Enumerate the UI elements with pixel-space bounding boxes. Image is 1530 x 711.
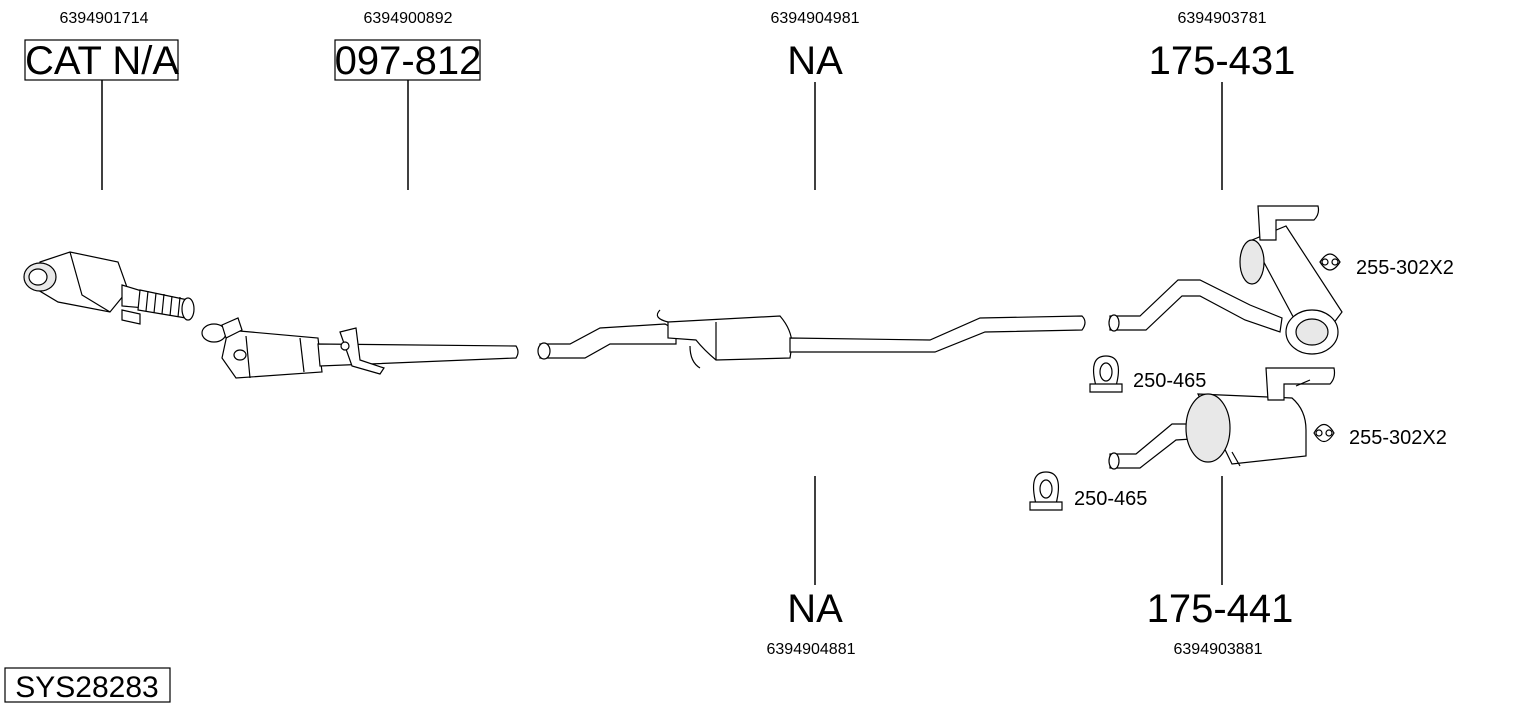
middle-silencer-icon xyxy=(537,309,1086,369)
rear-silencer-upper-icon xyxy=(1108,205,1343,355)
part-code: 175-441 xyxy=(1147,587,1294,631)
accessory-clamp-lower[interactable]: 250-465 xyxy=(1029,471,1147,511)
part-code: NA xyxy=(787,39,843,83)
accessory-rubber-mount-lower[interactable]: 255-302X2 xyxy=(1313,423,1447,450)
part-code: CAT N/A xyxy=(25,39,179,83)
clamp-icon xyxy=(1029,471,1063,511)
accessory-code: 250-465 xyxy=(1074,488,1147,510)
system-code-label: SYS28283 xyxy=(15,671,158,704)
part-code: 175-431 xyxy=(1149,39,1296,83)
rubber-mount-icon xyxy=(1313,423,1335,443)
part-code: NA xyxy=(787,587,843,631)
accessory-code: 255-302X2 xyxy=(1349,427,1447,449)
part-rear-silencer-upper[interactable]: 6394903781 175-431 xyxy=(1108,10,1343,355)
front-pipe-icon xyxy=(201,317,519,379)
part-middle-silencer[interactable]: 6394904981 NA xyxy=(537,10,1086,369)
part-middle-pipe[interactable]: NA 6394904881 xyxy=(767,476,856,658)
catalyst-icon xyxy=(23,251,195,325)
oem-number: 6394903881 xyxy=(1174,641,1263,658)
part-rear-silencer-lower[interactable]: 175-441 6394903881 xyxy=(1108,367,1336,658)
part-catalyst[interactable]: 6394901714 CAT N/A xyxy=(23,10,195,325)
accessory-code: 250-465 xyxy=(1133,370,1206,392)
oem-number: 6394904881 xyxy=(767,641,856,658)
oem-number: 6394900892 xyxy=(364,10,453,27)
accessory-rubber-mount-upper[interactable]: 255-302X2 xyxy=(1319,253,1454,279)
system-code-box xyxy=(4,667,171,703)
accessory-code: 255-302X2 xyxy=(1356,257,1454,279)
rubber-mount-icon xyxy=(1319,253,1341,271)
oem-number: 6394901714 xyxy=(60,10,149,27)
part-front-pipe[interactable]: 6394900892 097-812 xyxy=(201,10,519,379)
accessory-clamp-upper[interactable]: 250-465 xyxy=(1089,355,1206,393)
part-code: 097-812 xyxy=(335,39,482,83)
rear-silencer-lower-icon xyxy=(1108,367,1336,470)
system-code: SYS28283 xyxy=(4,667,171,704)
clamp-icon xyxy=(1089,355,1123,393)
oem-number: 6394903781 xyxy=(1178,10,1267,27)
oem-number: 6394904981 xyxy=(771,10,860,27)
